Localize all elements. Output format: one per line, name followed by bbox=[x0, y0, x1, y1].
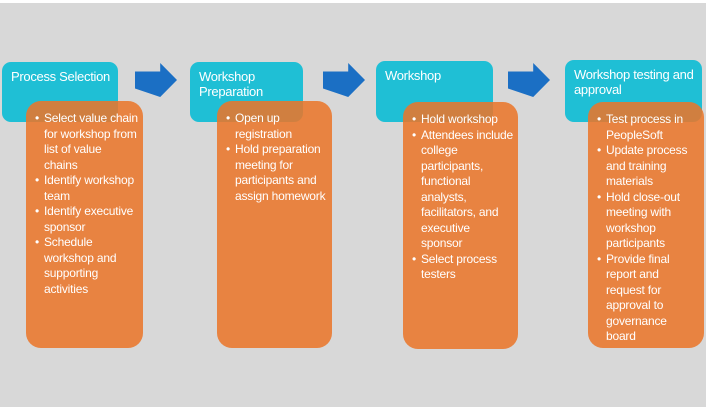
bullet-item: Hold close-out meeting with workshop par… bbox=[597, 190, 699, 252]
stage-title: Workshop Preparation bbox=[199, 69, 263, 99]
bullet-item: Hold preparation meeting for participant… bbox=[226, 142, 327, 204]
bullet-list: Test process in PeopleSoft Update proces… bbox=[597, 112, 699, 345]
bullet-item: Hold workshop bbox=[412, 112, 513, 128]
bullet-item: Attendees include college participants, … bbox=[412, 128, 513, 252]
bullet-item: Provide final report and request for app… bbox=[597, 252, 699, 345]
bullet-item: Update process and training materials bbox=[597, 143, 699, 190]
bullet-item: Select value chain for workshop from lis… bbox=[35, 111, 138, 173]
bullet-item: Open up registration bbox=[226, 111, 327, 142]
stage-body-workshop-preparation: Open up registration Hold preparation me… bbox=[217, 101, 332, 348]
bullet-item: Select process testers bbox=[412, 252, 513, 283]
bullet-item: Identify workshop team bbox=[35, 173, 138, 204]
stage-body-workshop-testing-approval: Test process in PeopleSoft Update proces… bbox=[588, 102, 704, 348]
bullet-item: Schedule workshop and supporting activit… bbox=[35, 235, 138, 297]
bullet-item: Test process in PeopleSoft bbox=[597, 112, 699, 143]
bullet-list: Hold workshop Attendees include college … bbox=[412, 112, 513, 283]
stage-title: Workshop testing and approval bbox=[574, 67, 694, 97]
stage-body-process-selection: Select value chain for workshop from lis… bbox=[26, 101, 143, 348]
bullet-item: Identify executive sponsor bbox=[35, 204, 138, 235]
stage-title: Workshop bbox=[385, 68, 441, 83]
bullet-list: Select value chain for workshop from lis… bbox=[35, 111, 138, 297]
stage-body-workshop: Hold workshop Attendees include college … bbox=[403, 102, 518, 349]
stage-title: Process Selection bbox=[11, 69, 110, 84]
bullet-list: Open up registration Hold preparation me… bbox=[226, 111, 327, 204]
